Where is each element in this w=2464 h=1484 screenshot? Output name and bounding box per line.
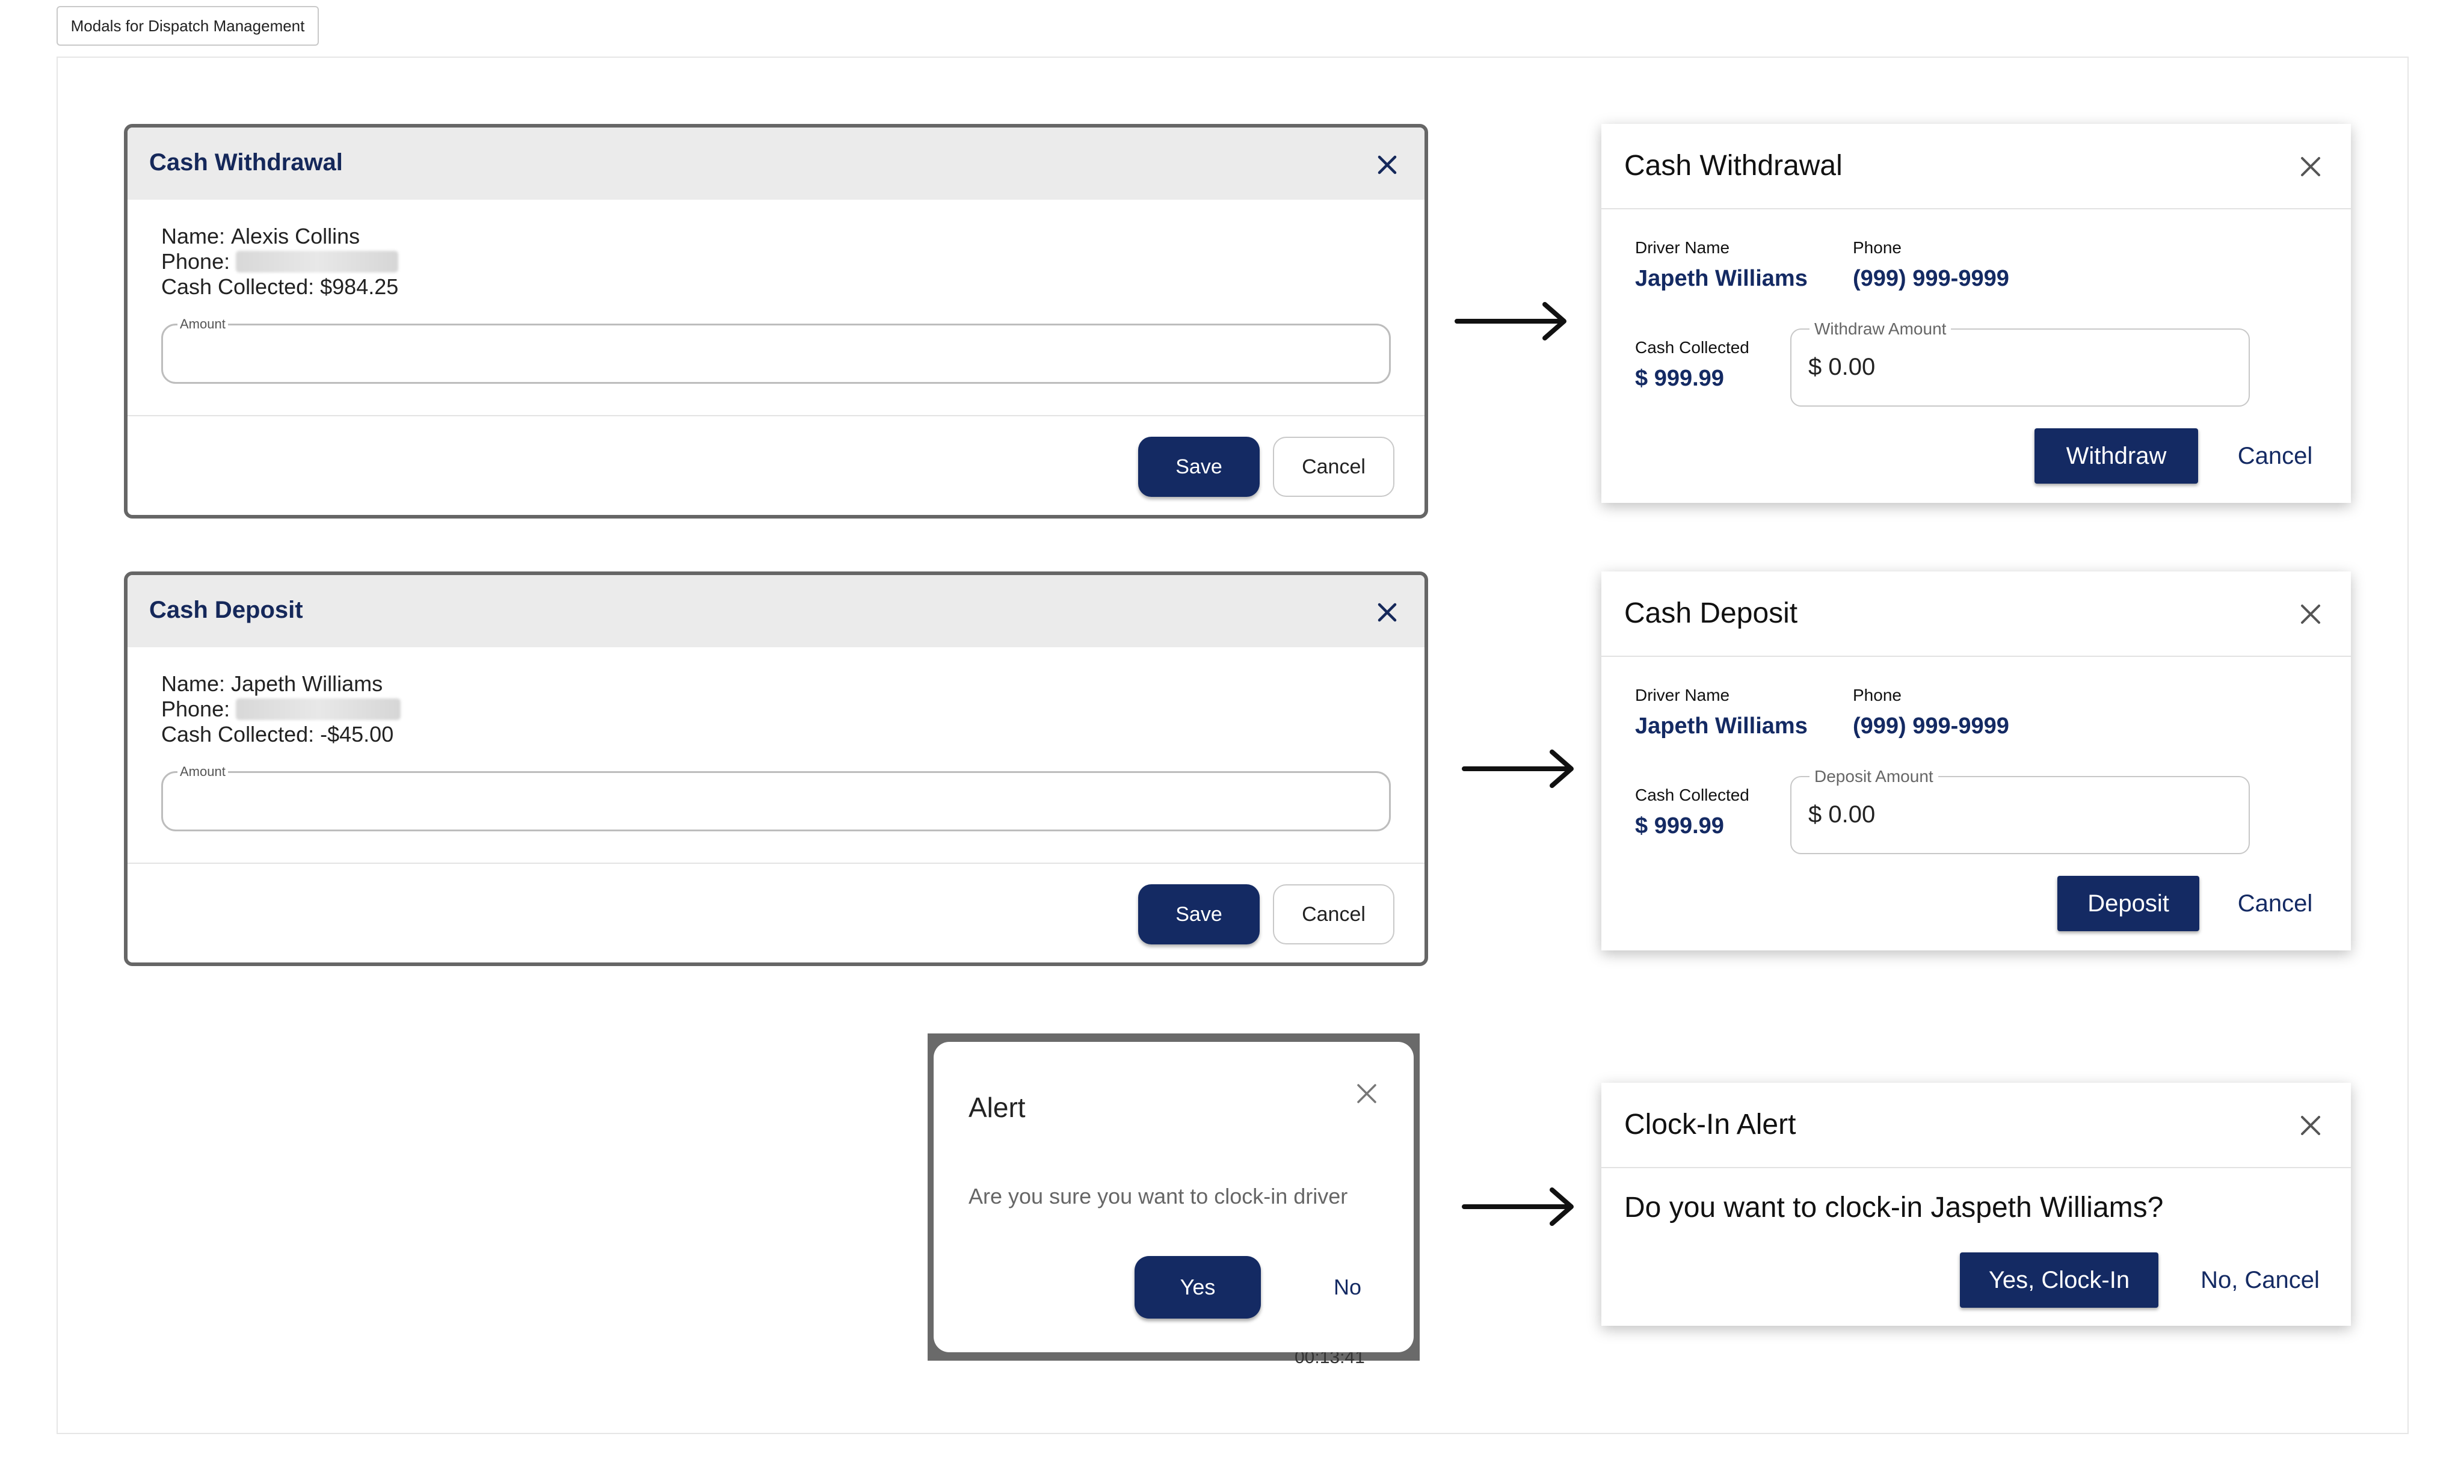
modal-header: Cash Withdrawal [128,128,1424,200]
phone-label: Phone: [161,249,230,274]
withdraw-amount-input[interactable]: Withdraw Amount $ 0.00 [1790,320,2250,407]
name-label: Name: [161,224,226,248]
header-divider [1601,1167,2351,1168]
deposit-amount-input[interactable]: Deposit Amount $ 0.00 [1790,768,2250,854]
frame-label: Modals for Dispatch Management [57,6,319,46]
close-icon[interactable] [1376,602,1398,623]
save-button[interactable]: Save [1138,437,1260,497]
phone-number: (999) 999-9999 [1853,713,2009,739]
no-button[interactable]: No [1305,1256,1390,1319]
new-cash-withdrawal-modal: Cash Withdrawal Driver Name Japeth Willi… [1601,124,2351,503]
footer-divider [128,415,1424,416]
header-divider [1601,208,2351,209]
deposit-button[interactable]: Deposit [2057,876,2199,931]
amount-field-label: Amount [177,317,228,331]
driver-info: Name: Japeth Williams Phone: Cash Collec… [161,671,401,747]
cash-collected-value: $ 999.99 [1635,813,1724,839]
new-cash-deposit-modal: Cash Deposit Driver Name Japeth Williams… [1601,571,2351,950]
deposit-amount-label: Deposit Amount [1810,768,1938,786]
driver-name: Japeth Williams [1635,266,1808,291]
cancel-button[interactable]: Cancel [1273,437,1394,497]
driver-info: Name: Alexis Collins Phone: Cash Collect… [161,224,398,300]
modal-title: Cash Withdrawal [149,149,343,176]
cash-collected-caption: Cash Collected [1635,786,1749,804]
alert-dialog: Alert Are you sure you want to clock-in … [934,1042,1414,1352]
redacted-phone [236,698,401,720]
footer-divider [128,863,1424,864]
withdraw-button[interactable]: Withdraw [2034,428,2198,484]
phone-number: (999) 999-9999 [1853,266,2009,291]
modal-header: Cash Deposit [128,575,1424,647]
modal-title: Cash Deposit [149,597,303,623]
arrow-right-icon [1462,1187,1574,1226]
close-icon[interactable] [1355,1082,1379,1106]
cancel-button[interactable]: Cancel [2227,876,2323,931]
driver-name: Name: Japeth Williams [161,671,383,696]
cancel-button[interactable]: Cancel [1273,884,1394,944]
driver-name: Japeth Williams [1635,713,1808,739]
header-divider [1601,656,2351,657]
amount-field-label: Amount [177,765,228,779]
alert-message: Are you sure you want to clock-in driver [969,1184,1348,1208]
amount-input[interactable]: Amount [161,765,1391,831]
new-clock-in-alert-modal: Clock-In Alert Do you want to clock-in J… [1601,1083,2351,1326]
phone-caption: Phone [1853,238,1902,257]
modal-title: Cash Deposit [1624,597,1798,629]
driver-name: Alexis Collins [231,224,360,248]
modal-title: Cash Withdrawal [1624,150,1843,182]
close-icon[interactable] [2299,155,2322,178]
driver-name-caption: Driver Name [1635,238,1730,257]
modal-title: Clock-In Alert [1624,1109,1796,1141]
arrow-right-icon [1462,750,1574,788]
old-alert-modal: 00:13:41 Alert Are you sure you want to … [928,1033,1420,1367]
no-cancel-button[interactable]: No, Cancel [2191,1252,2329,1308]
cash-collected: Cash Collected: $984.25 [161,274,399,299]
withdraw-amount-label: Withdraw Amount [1810,320,1951,338]
close-icon[interactable] [2299,1114,2322,1137]
driver-name-caption: Driver Name [1635,686,1730,704]
deposit-amount-value: $ 0.00 [1808,801,1876,828]
cash-collected-value: $ 999.99 [1635,366,1724,391]
alert-message: Do you want to clock-in Jaspeth Williams… [1624,1192,2164,1224]
close-icon[interactable] [1376,154,1398,176]
phone-label: Phone: [161,697,230,721]
redacted-phone [236,251,399,272]
old-cash-withdrawal-modal: Cash Withdrawal Name: Alexis Collins Pho… [124,124,1428,519]
arrow-right-icon [1455,302,1566,340]
old-cash-deposit-modal: Cash Deposit Name: Japeth Williams Phone… [124,571,1428,966]
alert-title: Alert [969,1092,1026,1123]
amount-input[interactable]: Amount [161,317,1391,384]
yes-clock-in-button[interactable]: Yes, Clock-In [1960,1252,2158,1308]
cancel-button[interactable]: Cancel [2227,428,2323,484]
cash-collected: Cash Collected: -$45.00 [161,722,394,747]
phone-caption: Phone [1853,686,1902,704]
cash-collected-caption: Cash Collected [1635,338,1749,357]
close-icon[interactable] [2299,603,2322,626]
save-button[interactable]: Save [1138,884,1260,944]
withdraw-amount-value: $ 0.00 [1808,354,1876,380]
yes-button[interactable]: Yes [1135,1256,1261,1319]
